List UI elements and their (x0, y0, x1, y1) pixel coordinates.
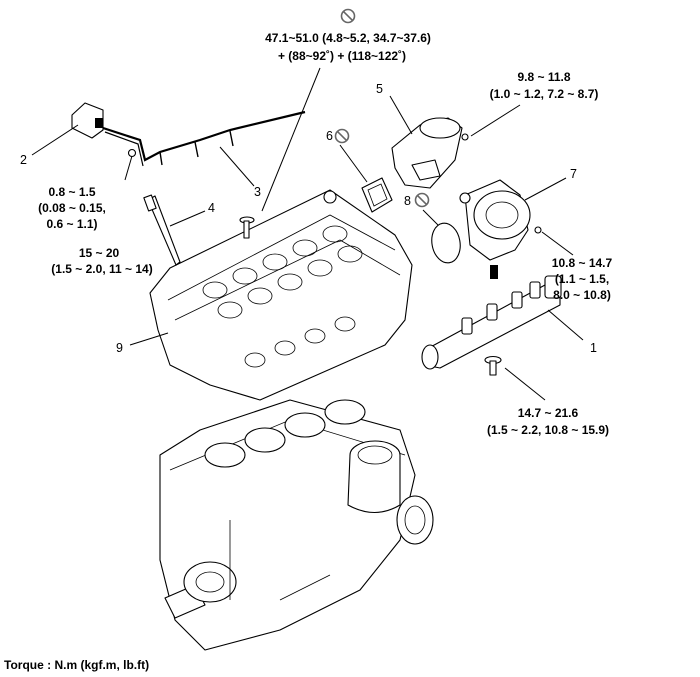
common-rail (421, 275, 562, 370)
torque-head-bolt-line1: 47.1~51.0 (4.8~5.2, 34.7~37.6) (265, 31, 431, 45)
gasket (361, 177, 393, 213)
rail-bolt (484, 355, 502, 376)
callout-3: 3 (254, 185, 261, 199)
callout-8: 8 (404, 194, 411, 208)
torque-thermostat-line1: 9.8 ~ 11.8 (517, 70, 570, 84)
torque-glow-harness-line1: 0.8 ~ 1.5 (48, 185, 95, 199)
leader-lines (31, 67, 584, 401)
callout-7: 7 (570, 167, 577, 181)
torque-thermostat: 9.8 ~ 11.8 (1.0 ~ 1.2, 7.2 ~ 8.7) (490, 70, 599, 101)
no-reuse-icon (414, 192, 430, 208)
torque-head-bolt: 47.1~51.0 (4.8~5.2, 34.7~37.6) + (88~92˚… (265, 31, 431, 63)
torque-rail-line2: (1.5 ~ 2.2, 10.8 ~ 15.9) (487, 423, 609, 437)
glow-plug (143, 194, 181, 266)
torque-head-bolt-line2: + (88~92˚) + (118~122˚) (278, 49, 406, 63)
callout-2: 2 (20, 153, 27, 167)
torque-rail-line1: 14.7 ~ 21.6 (518, 406, 579, 420)
torque-vacuum-pump-line2: (1.1 ~ 1.5, (555, 272, 609, 286)
callout-4: 4 (208, 201, 215, 215)
torque-vacuum-pump-line3: 8.0 ~ 10.8) (553, 288, 611, 302)
callout-1: 1 (590, 341, 597, 355)
torque-glow-plug-line2: (1.5 ~ 2.0, 11 ~ 14) (51, 262, 152, 276)
callout-9: 9 (116, 341, 123, 355)
o-ring (431, 222, 461, 264)
torque-glow-harness: 0.8 ~ 1.5 (0.08 ~ 0.15, 0.6 ~ 1.1) (38, 185, 106, 231)
callout-6: 6 (326, 129, 333, 143)
cylinder-block (159, 399, 434, 651)
torque-glow-plug-line1: 15 ~ 20 (79, 246, 120, 260)
vacuum-pump (459, 179, 542, 279)
callout-5: 5 (376, 82, 383, 96)
cylinder-head (149, 189, 413, 401)
torque-vacuum-pump-line1: 10.8 ~ 14.7 (552, 256, 613, 270)
head-bolt (239, 216, 255, 239)
torque-thermostat-line2: (1.0 ~ 1.2, 7.2 ~ 8.7) (490, 87, 599, 101)
torque-glow-harness-line3: 0.6 ~ 1.1) (46, 217, 97, 231)
no-reuse-icon (334, 128, 350, 144)
torque-glow-harness-line2: (0.08 ~ 0.15, (38, 201, 106, 215)
torque-glow-plug: 15 ~ 20 (1.5 ~ 2.0, 11 ~ 14) (51, 246, 152, 276)
glow-plug-harness (71, 102, 306, 167)
thermostat-housing (391, 117, 469, 189)
torque-rail: 14.7 ~ 21.6 (1.5 ~ 2.2, 10.8 ~ 15.9) (487, 406, 609, 437)
torque-unit-legend: Torque : N.m (kgf.m, lb.ft) (4, 658, 149, 672)
exhaust-ports (244, 316, 356, 368)
cylinder-bores (204, 399, 366, 468)
camshaft-details (202, 225, 363, 319)
torque-vacuum-pump: 10.8 ~ 14.7 (1.1 ~ 1.5, 8.0 ~ 10.8) (552, 256, 613, 302)
no-reuse-icon (340, 8, 356, 24)
injector-outlets (461, 281, 541, 335)
oil-filter-housing (347, 440, 401, 514)
